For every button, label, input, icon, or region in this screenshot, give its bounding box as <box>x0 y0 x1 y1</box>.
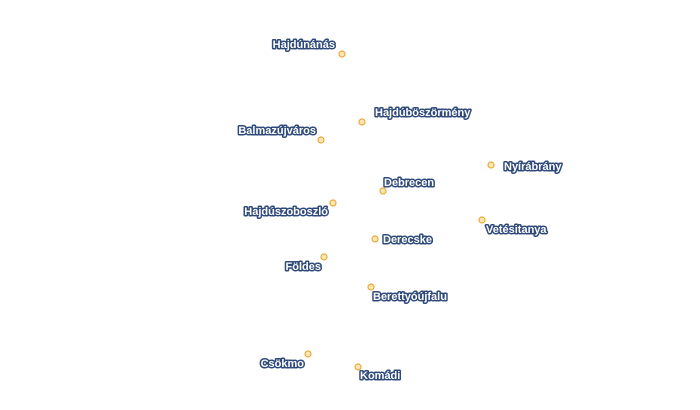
label-debrecen[interactable]: Debrecen <box>383 176 436 191</box>
label-vetesitanya[interactable]: Vetésitanya <box>485 223 549 238</box>
marker-hajduszoboszlo[interactable] <box>329 199 337 207</box>
label-hajdunanas[interactable]: Hajdúnánás <box>271 38 336 53</box>
marker-vetesitanya[interactable] <box>478 216 486 224</box>
marker-debrecen[interactable] <box>379 187 387 195</box>
marker-komadi[interactable] <box>354 363 362 371</box>
label-nyirabrany[interactable]: Nyírábrány <box>503 160 564 175</box>
label-foldes[interactable]: Földes <box>284 260 322 275</box>
label-berettyoujfalu[interactable]: Berettyóújfalu <box>372 290 449 305</box>
marker-csokmo[interactable] <box>304 350 312 358</box>
label-komadi[interactable]: Komádi <box>359 369 402 384</box>
marker-balmazujvaros[interactable] <box>317 136 325 144</box>
place-markers <box>304 50 495 371</box>
marker-berettyoujfalu[interactable] <box>367 283 375 291</box>
marker-derecske[interactable] <box>371 235 379 243</box>
label-derecske[interactable]: Derecske <box>382 233 434 248</box>
label-balmazujvaros[interactable]: Balmazújváros <box>237 124 318 139</box>
marker-nyirabrany[interactable] <box>487 161 495 169</box>
place-labels: Hajdúnánás Hajdúböszörmény Balmazújváros… <box>237 38 564 384</box>
marker-hajdunanas[interactable] <box>338 50 346 58</box>
label-hajduboszormeny[interactable]: Hajdúböszörmény <box>374 106 473 121</box>
label-hajduszoboszlo[interactable]: Hajdúszoboszló <box>243 205 330 220</box>
marker-foldes[interactable] <box>320 253 328 261</box>
marker-hajduboszormeny[interactable] <box>358 118 366 126</box>
label-csokmo[interactable]: Csökmo <box>259 357 306 372</box>
